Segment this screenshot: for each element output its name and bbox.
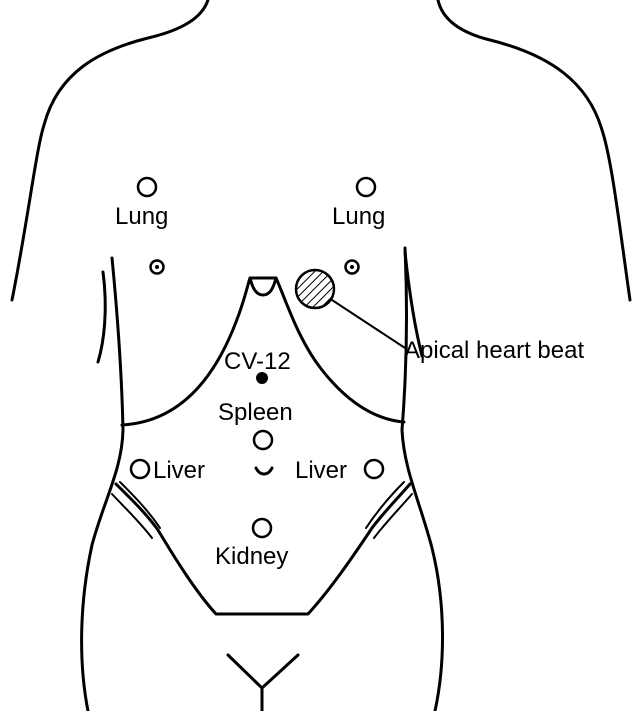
apical-heart-beat-label: Apical heart beat [404,337,584,364]
liver-right-point [365,460,383,478]
apical-heart-beat-marker [296,270,334,308]
lung-right-point [357,178,375,196]
left-shoulder-arm-outline [12,0,208,300]
apical-heart-beat-pointer [332,300,405,348]
crotch-outline [228,655,298,711]
left-side-outline [98,272,105,362]
kidney-point [253,519,271,537]
spleen-point [254,431,272,449]
liver-right-label: Liver [295,457,347,484]
left-nipple-dot [155,265,159,269]
spleen-label: Spleen [218,399,293,426]
right-waist-hip-outline [402,248,443,711]
lung-left-label: Lung [115,203,168,230]
xiphoid-outline [250,278,276,295]
right-shoulder-arm-outline [438,0,630,300]
lung-left-point [138,178,156,196]
navel-mark [256,468,272,474]
kidney-label: Kidney [215,543,288,570]
liver-left-point [131,460,149,478]
left-groin-band [112,482,160,538]
liver-left-label: Liver [153,457,205,484]
lung-right-label: Lung [332,203,385,230]
right-nipple-dot [350,265,354,269]
cv12-label: CV-12 [224,348,291,375]
